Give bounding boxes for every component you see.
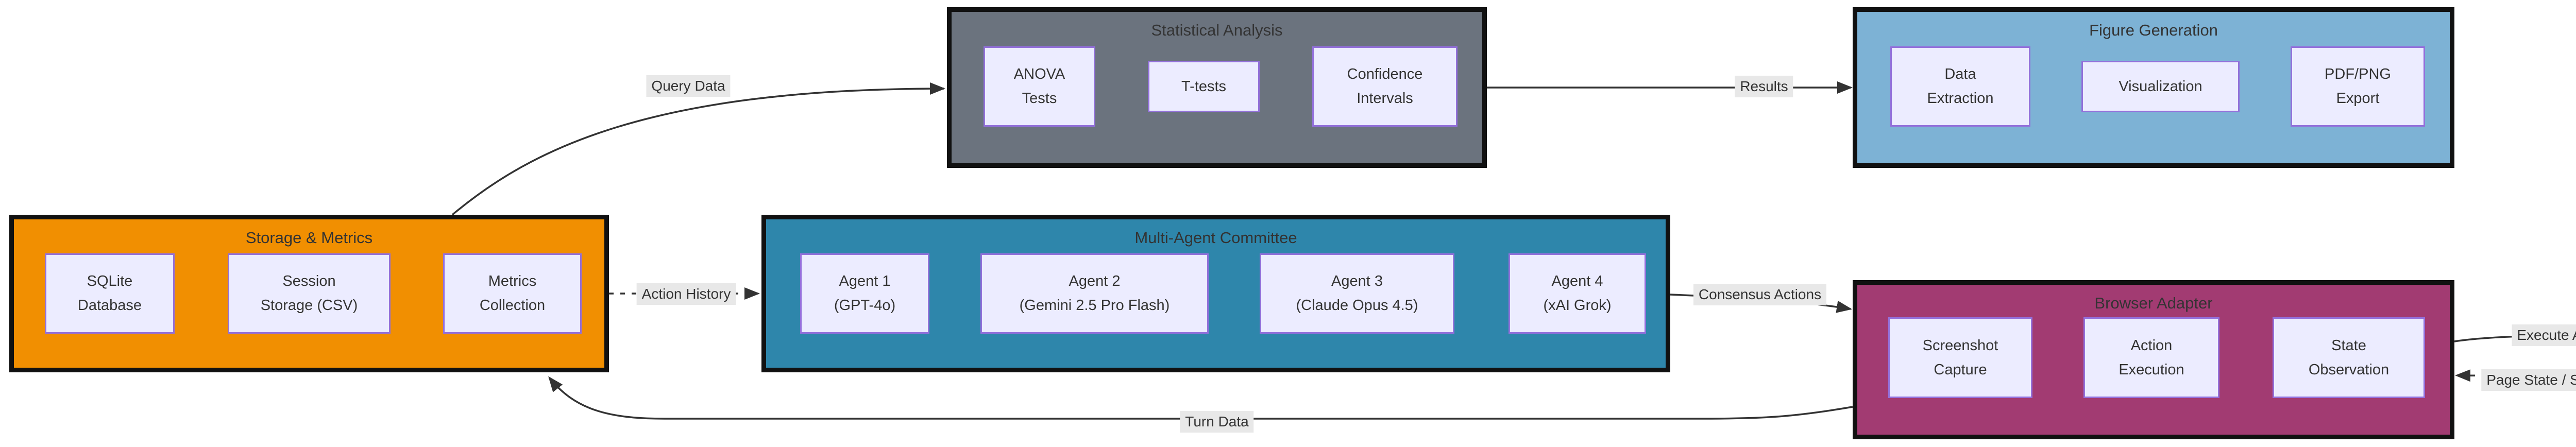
node-agent-4-grok: Agent 4 (xAI Grok) bbox=[1509, 253, 1646, 334]
node-line: Action bbox=[2130, 337, 2173, 354]
node-line: Agent 4 bbox=[1551, 273, 1603, 289]
edge-label-consensus-actions: Consensus Actions bbox=[1693, 284, 1827, 305]
node-confidence-intervals: Confidence Intervals bbox=[1312, 46, 1458, 127]
node-agent-3-claude: Agent 3 (Claude Opus 4.5) bbox=[1260, 253, 1454, 334]
node-line: PDF/PNG bbox=[2325, 66, 2391, 82]
node-line: (Gemini 2.5 Pro Flash) bbox=[1019, 297, 1170, 314]
container-title-storage-metrics: Storage & Metrics bbox=[245, 229, 373, 247]
node-t-tests: T-tests bbox=[1148, 61, 1260, 112]
container-title-multi-agent-committee: Multi-Agent Committee bbox=[1134, 229, 1297, 247]
node-line: (GPT-4o) bbox=[834, 297, 896, 314]
node-line: Extraction bbox=[1927, 90, 1994, 107]
node-line: Collection bbox=[479, 297, 546, 314]
node-line: Export bbox=[2336, 90, 2380, 107]
node-line: SQLite bbox=[87, 273, 133, 289]
edge-label-execute-actions: Execute Actions bbox=[2512, 324, 2576, 346]
node-line: Metrics bbox=[488, 273, 537, 289]
node-screenshot-capture: Screenshot Capture bbox=[1888, 317, 2032, 398]
node-line: T-tests bbox=[1181, 78, 1226, 95]
node-line: (Claude Opus 4.5) bbox=[1296, 297, 1418, 314]
node-line: (xAI Grok) bbox=[1543, 297, 1612, 314]
node-line: ANOVA bbox=[1013, 66, 1065, 82]
node-anova-tests: ANOVA Tests bbox=[984, 46, 1095, 127]
node-line: Agent 3 bbox=[1331, 273, 1383, 289]
node-line: State bbox=[2331, 337, 2366, 354]
node-sqlite-database: SQLite Database bbox=[45, 253, 175, 334]
node-session-storage-csv: Session Storage (CSV) bbox=[228, 253, 391, 334]
node-line: Capture bbox=[1934, 361, 1987, 378]
container-title-browser-adapter: Browser Adapter bbox=[2094, 294, 2213, 312]
node-line: Intervals bbox=[1357, 90, 1413, 107]
node-line: Screenshot bbox=[1922, 337, 1998, 354]
edge-label-results: Results bbox=[1735, 76, 1793, 97]
node-line: Confidence bbox=[1347, 66, 1423, 82]
node-line: Data bbox=[1944, 66, 1976, 82]
node-action-execution: Action Execution bbox=[2083, 317, 2219, 398]
node-line: Tests bbox=[1022, 90, 1057, 107]
node-visualization: Visualization bbox=[2081, 61, 2240, 112]
edge-query-data bbox=[451, 82, 945, 216]
node-metrics-collection: Metrics Collection bbox=[443, 253, 582, 334]
node-state-observation: State Observation bbox=[2273, 317, 2425, 398]
container-title-figure-generation: Figure Generation bbox=[2089, 21, 2218, 39]
node-line: Agent 2 bbox=[1069, 273, 1121, 289]
container-title-statistical-analysis: Statistical Analysis bbox=[1151, 21, 1283, 39]
edge-label-page-state-screenshots: Page State / Screenshots bbox=[2481, 369, 2576, 391]
node-line: Observation bbox=[2308, 361, 2389, 378]
node-line: Storage (CSV) bbox=[260, 297, 358, 314]
edge-turn-data bbox=[548, 376, 1853, 420]
node-line: Database bbox=[77, 297, 142, 314]
node-data-extraction: Data Extraction bbox=[1890, 46, 2030, 127]
node-agent-1-gpt-4o: Agent 1 (GPT-4o) bbox=[800, 253, 929, 334]
edge-label-query-data: Query Data bbox=[646, 75, 731, 97]
edge-label-action-history: Action History bbox=[636, 283, 736, 305]
node-pdf-png-export: PDF/PNG Export bbox=[2291, 46, 2425, 127]
node-line: Session bbox=[282, 273, 336, 289]
edge-label-turn-data: Turn Data bbox=[1180, 411, 1254, 433]
node-line: Visualization bbox=[2119, 78, 2202, 95]
node-line: Agent 1 bbox=[839, 273, 891, 289]
node-agent-2-gemini: Agent 2 (Gemini 2.5 Pro Flash) bbox=[980, 253, 1209, 334]
node-line: Execution bbox=[2119, 361, 2184, 378]
